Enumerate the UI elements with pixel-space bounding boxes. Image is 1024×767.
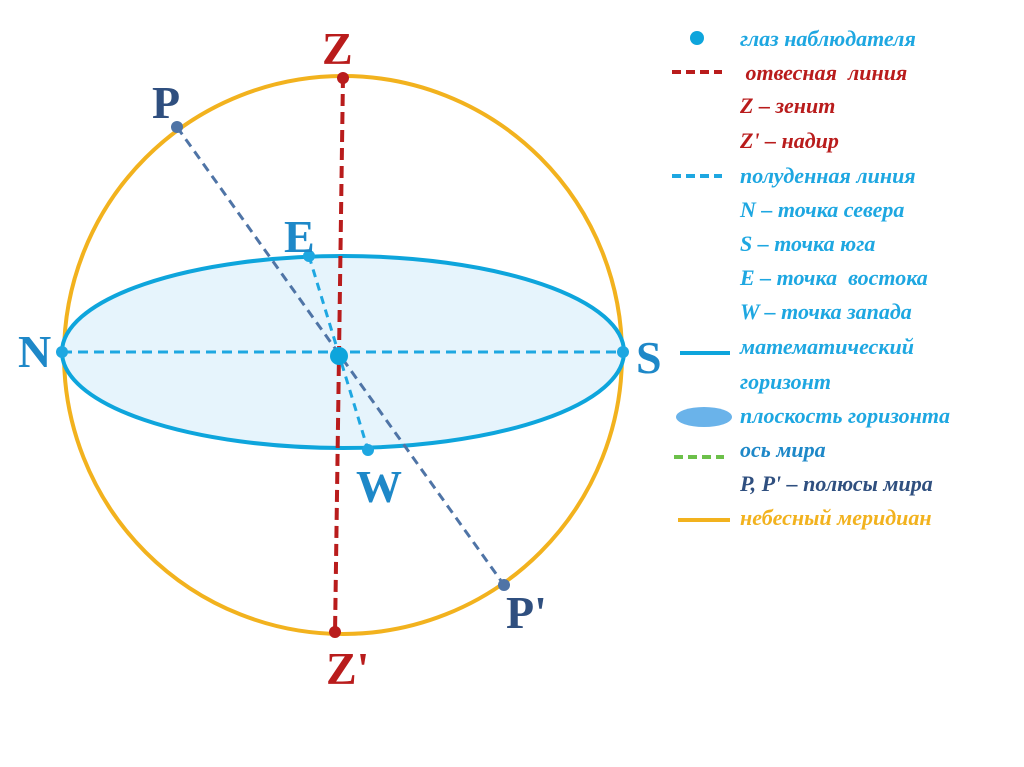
legend-horizon-plane: плоскость горизонта: [740, 403, 950, 428]
zenith-dot: [337, 72, 349, 84]
legend-math-horizon-line1: математический: [739, 334, 914, 359]
legend-math-horizon-line2: горизонт: [740, 369, 831, 394]
label-north: N: [18, 326, 51, 377]
pole-north-dot: [171, 121, 183, 133]
label-pole-south: P': [506, 587, 547, 638]
label-zenith: Z: [322, 23, 353, 74]
legend-noon-line: полуденная линия: [740, 163, 916, 188]
nadir-dot: [329, 626, 341, 638]
legend-west-point: W – точка запада: [740, 299, 912, 324]
legend-observer: глаз наблюдателя: [740, 26, 916, 51]
legend-east-point: E – точка востока: [739, 265, 928, 290]
label-west: W: [356, 461, 402, 512]
label-pole-north: P: [152, 77, 180, 128]
world-axis: [175, 126, 506, 586]
legend-celestial-meridian: небесный меридиан: [740, 505, 932, 530]
legend-world-axis: ось мира: [740, 437, 826, 462]
legend-poles: P, P' – полюсы мира: [739, 471, 933, 496]
legend-observer-marker: [690, 31, 704, 45]
legend-zenith: Z – зенит: [739, 93, 835, 118]
south-dot: [617, 346, 629, 358]
north-dot: [56, 346, 68, 358]
legend-nadir: Z' – надир: [739, 128, 839, 153]
west-dot: [362, 444, 374, 456]
pole-south-dot: [498, 579, 510, 591]
legend-south-point: S – точка юга: [740, 231, 875, 256]
label-nadir: Z': [326, 643, 369, 694]
label-east: E: [284, 211, 315, 262]
legend-horizon-plane-marker: [676, 407, 732, 427]
legend-north-point: N – точка севера: [739, 197, 904, 222]
legend-plumb-line: отвесная линия: [740, 60, 907, 85]
label-south: S: [636, 332, 662, 383]
east-dot: [303, 250, 315, 262]
observer-eye-dot: [330, 347, 348, 365]
